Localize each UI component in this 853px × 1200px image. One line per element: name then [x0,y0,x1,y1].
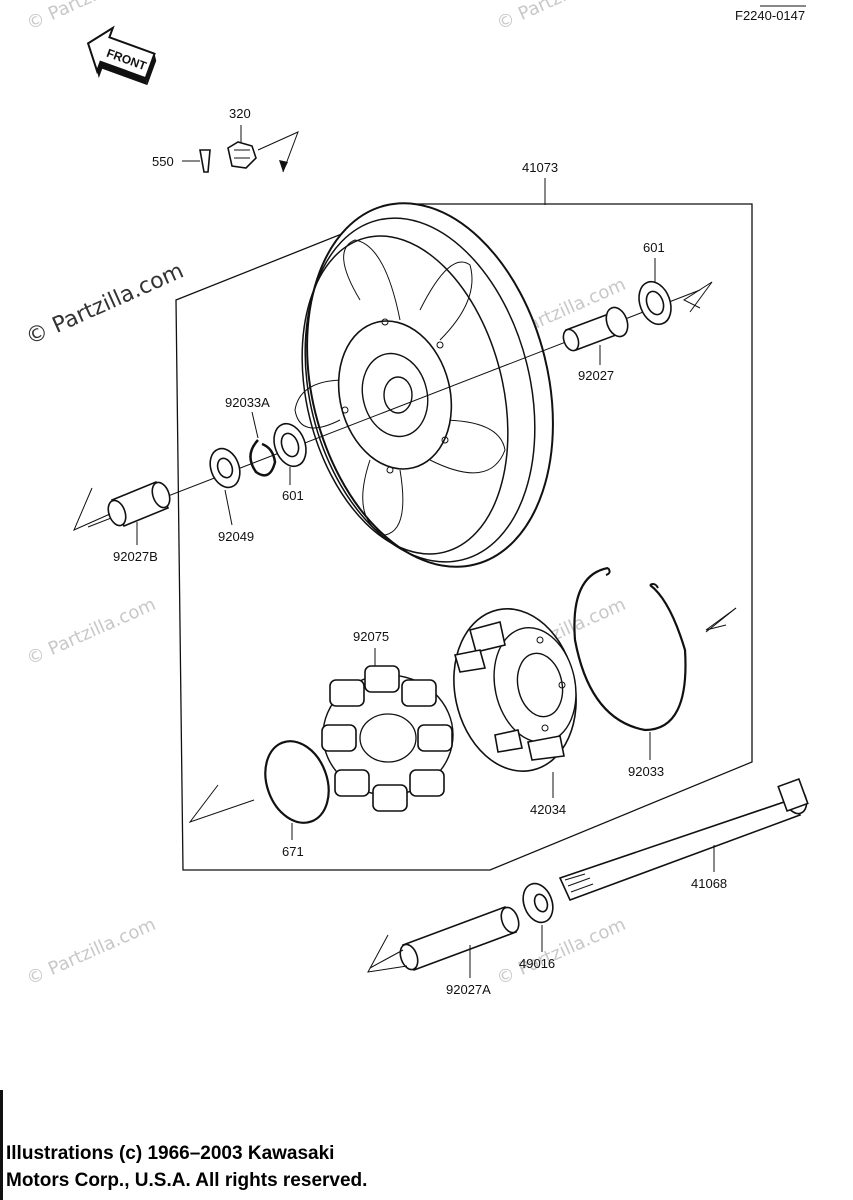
bearing-601-right [638,280,672,326]
watermark-6: © Partzilla.com [23,0,158,35]
circlip-92033A [249,439,277,477]
castle-nut-320 [227,141,257,169]
label-601-left: 601 [282,488,304,503]
copyright-notice: Illustrations (c) 1966–2003 Kawasaki Mot… [6,1140,606,1194]
label-92075: 92075 [353,629,389,644]
figure-code: F2240-0147 [735,8,805,23]
label-92049: 92049 [218,529,254,544]
o-ring-671 [264,740,330,824]
front-arrow-icon: FRONT [86,25,157,86]
wheel-41073 [294,202,554,568]
collar-92027B [107,480,171,528]
watermark-7: © Partzilla.com [493,0,628,35]
bearing-601-left [273,422,307,468]
label-671: 671 [282,844,304,859]
label-42034: 42034 [530,802,566,817]
label-92027B: 92027B [113,549,158,564]
label-41068: 41068 [691,876,727,891]
label-92027: 92027 [578,368,614,383]
edge-bar [0,1090,3,1200]
label-601-right: 601 [643,240,665,255]
collar-92027 [562,306,629,352]
label-41073: 41073 [522,160,558,175]
label-320: 320 [229,106,251,121]
label-92033A: 92033A [225,395,270,410]
label-49016: 49016 [519,956,555,971]
coupling-42034 [453,608,577,772]
axle-41068 [558,777,809,902]
damper-92075 [321,665,454,812]
copyright-line-1: Illustrations (c) 1966–2003 Kawasaki [6,1143,335,1164]
collar-92027A [399,905,520,972]
seal-92049 [209,447,241,489]
circlip-92033 [573,566,687,732]
label-92033: 92033 [628,764,664,779]
label-550: 550 [152,154,174,169]
label-92027A: 92027A [446,982,491,997]
watermark-2: © Partzilla.com [23,914,158,990]
cotter-pin-550 [199,149,211,173]
washer-49016 [522,882,554,924]
copyright-line-2: Motors Corp., U.S.A. All rights reserved… [6,1170,368,1191]
watermark-main: © Partzilla.com [22,259,187,351]
watermark-1: © Partzilla.com [23,594,158,670]
